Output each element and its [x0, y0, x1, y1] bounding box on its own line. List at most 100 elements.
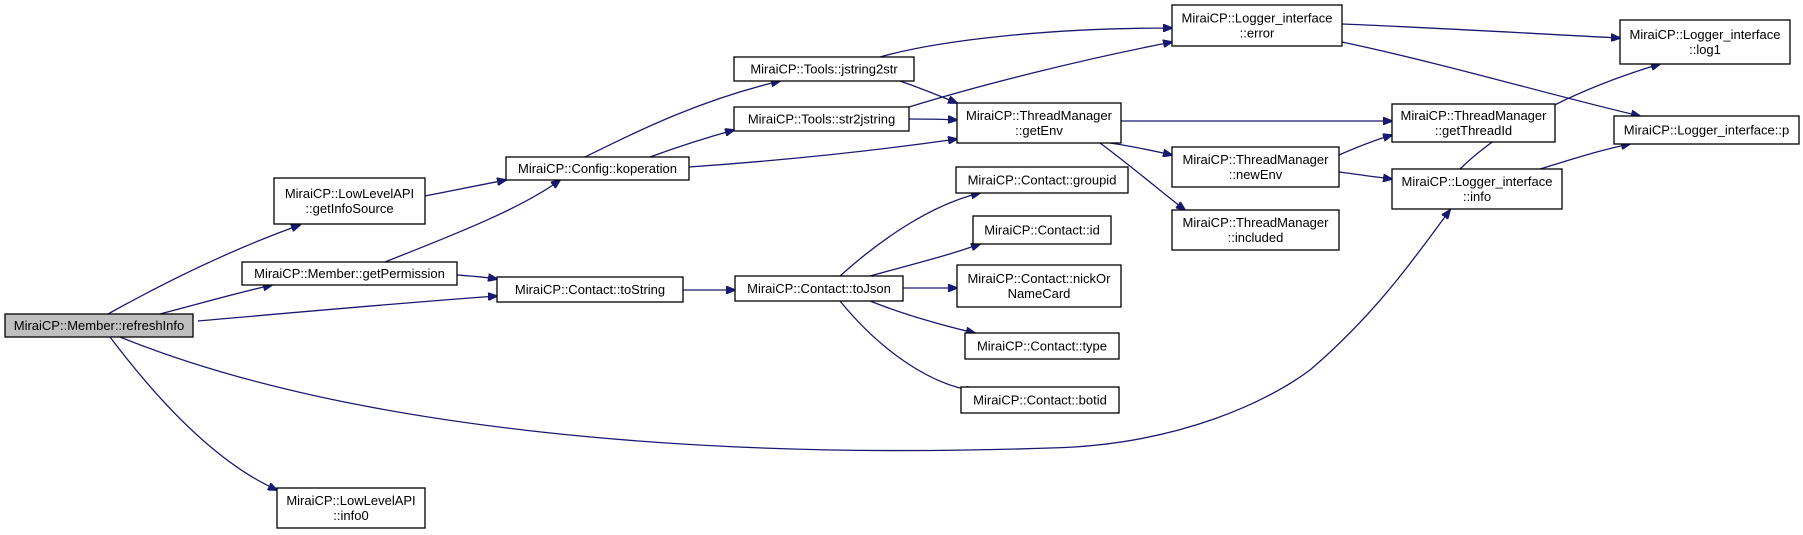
node-jstring2str[interactable]: MiraiCP::Tools::jstring2str — [733, 56, 915, 82]
node-log1[interactable]: MiraiCP::Logger_interface::log1 — [1619, 19, 1791, 65]
node-label: MiraiCP::LowLevelAPI — [286, 493, 415, 508]
node-box — [505, 156, 690, 181]
node-included[interactable]: MiraiCP::ThreadManager::included — [1171, 209, 1340, 251]
node-getThreadId[interactable]: MiraiCP::ThreadManager::getThreadId — [1391, 103, 1556, 143]
node-label: MiraiCP::LowLevelAPI — [285, 186, 414, 201]
node-box — [273, 177, 426, 225]
node-label: ::log1 — [1689, 42, 1721, 57]
node-box — [1171, 209, 1340, 251]
node-box — [241, 261, 458, 286]
edge-toJson-to-cid — [869, 244, 980, 277]
node-label: MiraiCP::Contact::botid — [973, 393, 1107, 408]
node-str2jstring[interactable]: MiraiCP::Tools::str2jstring — [733, 106, 910, 132]
edge-jstring2str-to-error — [879, 28, 1172, 58]
edge-error-to-log1 — [1341, 23, 1620, 38]
node-label: ::error — [1240, 26, 1275, 41]
node-cid[interactable]: MiraiCP::Contact::id — [972, 215, 1112, 245]
node-label: MiraiCP::Logger_interface — [1401, 174, 1552, 189]
edge-koperation-to-jstring2str — [584, 81, 780, 158]
edge-newEnv-to-getThreadId — [1338, 135, 1392, 156]
edge-toJson-to-ctype — [869, 300, 975, 333]
edge-str2jstring-to-error — [908, 42, 1172, 108]
node-box — [960, 386, 1120, 414]
node-ctype[interactable]: MiraiCP::Contact::type — [964, 332, 1120, 360]
node-label: MiraiCP::Member::getPermission — [254, 266, 445, 281]
node-box — [733, 56, 915, 82]
node-box — [1619, 19, 1791, 65]
edge-refreshInfo-to-getPermission — [159, 285, 272, 315]
node-groupid[interactable]: MiraiCP::Contact::groupid — [955, 166, 1129, 194]
edge-koperation-to-str2jstring — [649, 130, 734, 158]
node-box — [956, 264, 1122, 308]
edge-jstring2str-to-getEnv — [899, 80, 957, 103]
node-label: ::getEnv — [1015, 123, 1063, 138]
edge-getEnv-to-included — [1099, 142, 1185, 210]
node-getInfoSource[interactable]: MiraiCP::LowLevelAPI::getInfoSource — [273, 177, 426, 225]
node-label: MiraiCP::Contact::nickOr — [967, 271, 1111, 286]
node-label: MiraiCP::Contact::type — [977, 339, 1107, 354]
edge-getPermission-to-toString — [456, 275, 497, 279]
node-label: NameCard — [1008, 286, 1071, 301]
node-label: MiraiCP::ThreadManager — [1401, 108, 1548, 123]
node-label: MiraiCP::Contact::toString — [515, 282, 665, 297]
node-box — [956, 102, 1122, 144]
node-label: ::newEnv — [1229, 167, 1283, 182]
node-box — [734, 275, 904, 302]
node-label: ::getInfoSource — [305, 201, 393, 216]
node-box — [1613, 115, 1800, 145]
node-box — [1171, 4, 1343, 47]
node-label: ::included — [1228, 230, 1284, 245]
edge-refreshInfo-to-getInfoSource — [107, 225, 300, 315]
node-box — [1171, 146, 1340, 188]
node-info0[interactable]: MiraiCP::LowLevelAPI::info0 — [276, 487, 426, 529]
node-lp[interactable]: MiraiCP::Logger_interface::p — [1613, 115, 1800, 145]
node-box — [4, 313, 194, 338]
edge-newEnv-to-info — [1338, 171, 1392, 179]
edge-getPermission-to-koperation — [384, 180, 560, 263]
node-label: MiraiCP::Contact::id — [984, 223, 1100, 238]
node-error[interactable]: MiraiCP::Logger_interface::error — [1171, 4, 1343, 47]
node-newEnv[interactable]: MiraiCP::ThreadManager::newEnv — [1171, 146, 1340, 188]
node-box — [972, 215, 1112, 245]
node-label: MiraiCP::ThreadManager — [966, 108, 1113, 123]
node-label: MiraiCP::Tools::jstring2str — [750, 62, 898, 77]
edge-getInfoSource-to-koperation — [424, 180, 506, 197]
node-label: MiraiCP::Tools::str2jstring — [748, 112, 895, 127]
node-label: ::info0 — [333, 508, 368, 523]
edge-error-to-lp — [1341, 41, 1640, 116]
node-label: MiraiCP::Member::refreshInfo — [14, 318, 185, 333]
node-label: MiraiCP::Contact::groupid — [968, 173, 1117, 188]
edge-refreshInfo-to-toString — [197, 296, 497, 322]
edge-getEnv-to-newEnv — [1109, 142, 1172, 155]
node-toString[interactable]: MiraiCP::Contact::toString — [496, 276, 684, 303]
node-koperation[interactable]: MiraiCP::Config::koperation — [505, 156, 690, 181]
node-label: MiraiCP::ThreadManager — [1183, 215, 1330, 230]
node-box — [276, 487, 426, 529]
node-label: ::info — [1463, 189, 1491, 204]
node-label: ::getThreadId — [1435, 123, 1512, 138]
edge-koperation-to-getEnv — [688, 139, 957, 168]
edge-refreshInfo-to-info0 — [109, 336, 277, 490]
node-refreshInfo[interactable]: MiraiCP::Member::refreshInfo — [4, 313, 194, 338]
node-box — [964, 332, 1120, 360]
edge-info-to-lp — [1539, 144, 1630, 170]
node-box — [1391, 103, 1556, 143]
node-label: MiraiCP::Contact::toJson — [747, 281, 891, 296]
node-box — [496, 276, 684, 303]
nodes-layer: MiraiCP::Member::refreshInfoMiraiCP::Low… — [4, 4, 1800, 529]
node-label: MiraiCP::Config::koperation — [518, 161, 677, 176]
node-botid[interactable]: MiraiCP::Contact::botid — [960, 386, 1120, 414]
node-label: MiraiCP::Logger_interface — [1629, 27, 1780, 42]
node-box — [733, 106, 910, 132]
node-box — [1391, 168, 1563, 210]
node-label: MiraiCP::ThreadManager — [1183, 152, 1330, 167]
node-toJson[interactable]: MiraiCP::Contact::toJson — [734, 275, 904, 302]
edge-str2jstring-to-getEnv — [908, 119, 957, 120]
node-info[interactable]: MiraiCP::Logger_interface::info — [1391, 168, 1563, 210]
edge-toJson-to-groupid — [839, 193, 980, 277]
node-getEnv[interactable]: MiraiCP::ThreadManager::getEnv — [956, 102, 1122, 144]
node-getPermission[interactable]: MiraiCP::Member::getPermission — [241, 261, 458, 286]
edge-toJson-to-botid — [839, 300, 975, 391]
node-box — [955, 166, 1129, 194]
